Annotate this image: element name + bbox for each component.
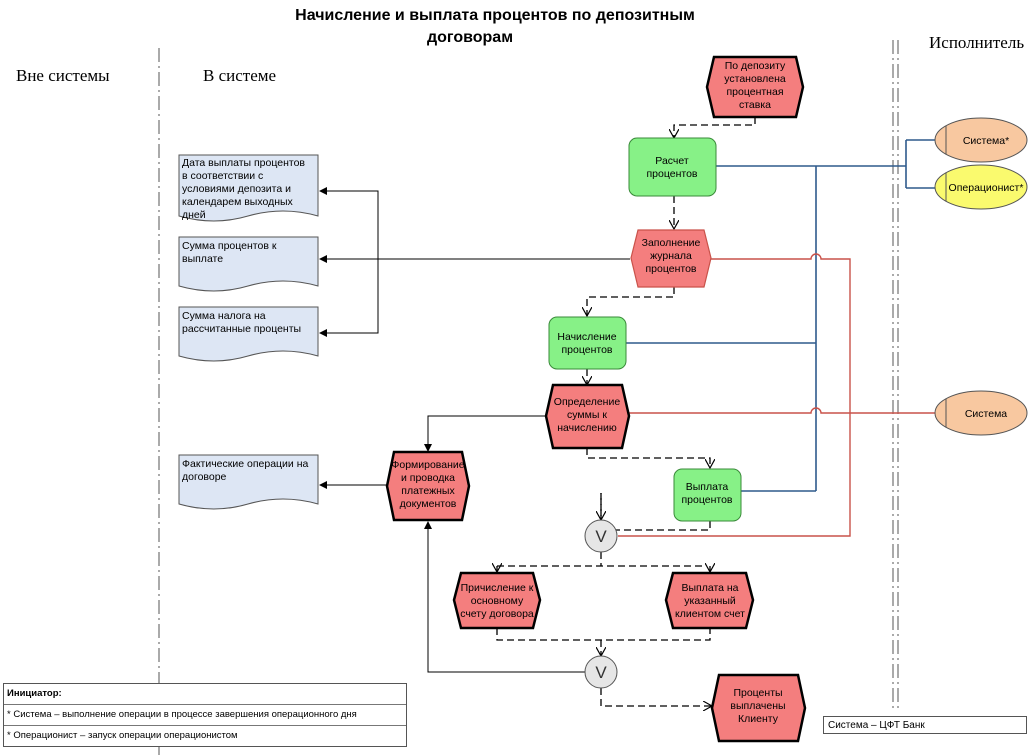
doc1-line3: условиями депозита и <box>182 183 291 195</box>
document-actual-operations: Фактические операции на договоре <box>178 454 319 510</box>
legend-heading: Инициатор: <box>4 684 406 705</box>
doc4-line2: договоре <box>182 471 227 483</box>
svg-text:процентов: процентов <box>561 344 612 356</box>
red-role-lines <box>618 253 935 537</box>
svg-text:указанный: указанный <box>684 595 736 607</box>
svg-text:V: V <box>595 663 607 682</box>
document-output-lines <box>319 187 630 673</box>
svg-text:начислению: начислению <box>557 422 617 434</box>
legend-row-system: * Система – выполнение операции в процес… <box>4 705 406 726</box>
system-note: Система – ЦФТ Банк <box>823 716 1027 734</box>
event-interest-paid: Проценты выплачены Клиенту <box>710 673 807 743</box>
event-pay-to-account: Выплата на указанный клиентом счет <box>664 571 755 630</box>
role-operator-star: Операционист* <box>934 164 1028 210</box>
legend-row-operator: * Операционист – запуск операции операци… <box>7 730 238 741</box>
or-connector-1: V <box>584 519 618 553</box>
svg-text:Выплата: Выплата <box>686 481 729 493</box>
svg-text:Причисление к: Причисление к <box>461 582 534 594</box>
svg-text:Определение: Определение <box>554 396 621 408</box>
doc1-line4: календарем выходных <box>182 196 294 208</box>
svg-text:Заполнение: Заполнение <box>642 237 701 249</box>
svg-text:Система: Система <box>965 408 1007 420</box>
svg-text:документов: документов <box>400 498 457 510</box>
control-flow-lines <box>497 117 756 706</box>
svg-text:Начисление: Начисление <box>557 331 616 343</box>
role-system-star: Система* <box>934 117 1028 163</box>
svg-text:Проценты: Проценты <box>733 687 782 699</box>
svg-text:Операционист*: Операционист* <box>949 182 1024 194</box>
function-payout: Выплата процентов <box>673 468 742 522</box>
svg-text:платежных: платежных <box>401 485 455 497</box>
svg-text:и проводка: и проводка <box>401 472 455 484</box>
svg-text:V: V <box>595 527 607 546</box>
blue-role-lines <box>626 139 935 492</box>
svg-text:журнала: журнала <box>650 250 692 262</box>
svg-text:установлена: установлена <box>724 73 786 85</box>
svg-text:основному: основному <box>471 595 524 607</box>
svg-text:процентная: процентная <box>726 86 783 98</box>
svg-text:Выплата на: Выплата на <box>681 582 738 594</box>
doc1-line2: в соответствии с <box>182 170 263 182</box>
diagram-title-line2: договорам <box>427 29 513 46</box>
doc1-line5: дней <box>182 209 206 221</box>
svg-text:выплачены: выплачены <box>730 700 785 712</box>
event-accrue-main-account: Причисление к основному счету договора <box>452 571 542 630</box>
lane-label-executor: Исполнитель <box>929 33 1024 52</box>
doc4-line1: Фактические операции на <box>182 458 308 470</box>
function-calc-interest: Расчет процентов <box>628 137 717 197</box>
svg-text:Клиенту: Клиенту <box>738 713 779 725</box>
svg-text:процентов: процентов <box>681 494 732 506</box>
doc1-line1: Дата выплаты процентов <box>182 157 305 169</box>
event-rate-established: По депозиту установлена процентная ставк… <box>705 55 805 119</box>
svg-text:суммы к: суммы к <box>567 409 607 421</box>
doc3-line1: Сумма налога на <box>182 310 266 322</box>
lane-label-inside: В системе <box>203 66 276 85</box>
document-payout-date: Дата выплаты процентов в соответствии с … <box>178 154 319 222</box>
svg-text:клиентом счет: клиентом счет <box>675 608 745 620</box>
function-accrual: Начисление процентов <box>548 316 627 370</box>
svg-text:Расчет: Расчет <box>655 155 689 167</box>
svg-text:процентов: процентов <box>645 263 696 275</box>
svg-text:ставка: ставка <box>739 99 771 111</box>
document-interest-sum: Сумма процентов к выплате <box>178 236 319 292</box>
doc2-line1: Сумма процентов к <box>182 240 277 252</box>
event-form-payment-docs: Формирование и проводка платежных докуме… <box>385 450 471 522</box>
svg-text:счету договора: счету договора <box>460 608 534 620</box>
doc2-line2: выплате <box>182 253 223 265</box>
doc3-line2: рассчитанные проценты <box>182 323 301 335</box>
svg-text:Формирование: Формирование <box>391 459 464 471</box>
diagram-title-line1: Начисление и выплата процентов по депози… <box>295 7 695 24</box>
event-fill-journal: Заполнение журнала процентов <box>630 229 712 288</box>
lane-label-outside: Вне системы <box>16 66 110 85</box>
svg-text:процентов: процентов <box>646 168 697 180</box>
svg-text:По депозиту: По депозиту <box>725 60 786 72</box>
document-tax-sum: Сумма налога на рассчитанные проценты <box>178 306 319 362</box>
or-connector-2: V <box>584 655 618 689</box>
event-determine-sum: Определение суммы к начислению <box>544 383 631 450</box>
svg-text:Система*: Система* <box>963 135 1009 147</box>
role-system: Система <box>934 390 1028 436</box>
initiator-legend: Инициатор: * Система – выполнение операц… <box>3 683 407 747</box>
